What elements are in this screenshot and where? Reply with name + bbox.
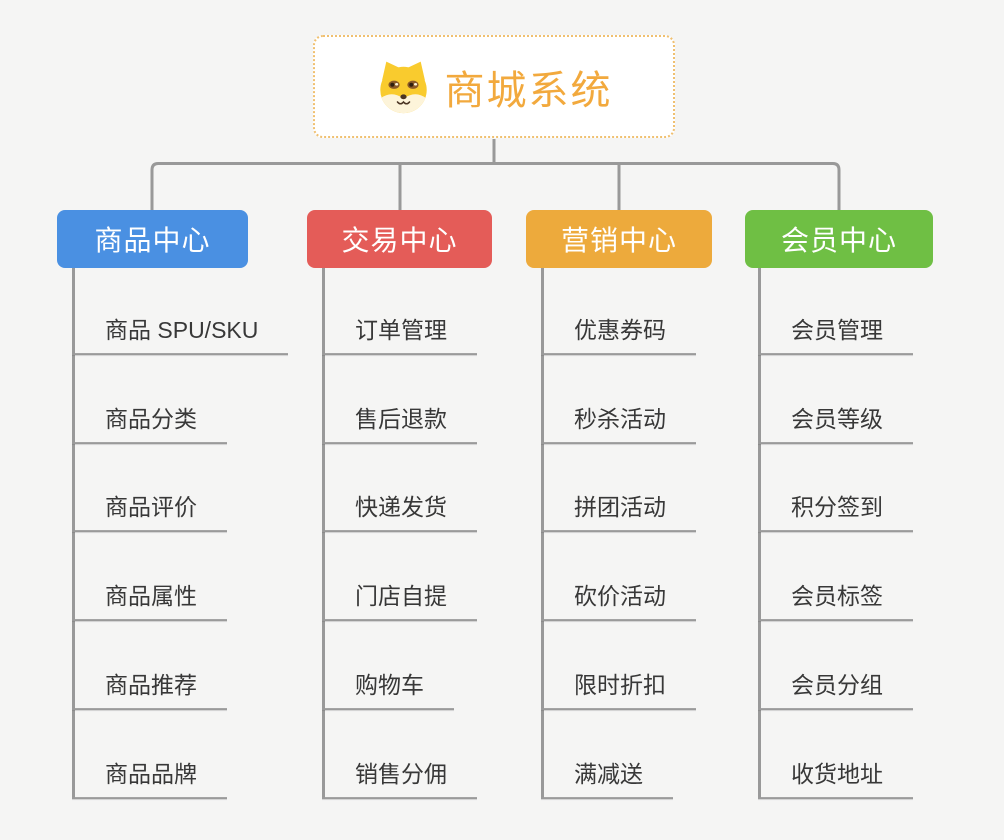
- leaf-node[interactable]: 会员分组: [758, 671, 913, 710]
- leaf-node[interactable]: 拼团活动: [541, 493, 696, 532]
- leaf-node[interactable]: 商品属性: [72, 582, 227, 621]
- leaf-node[interactable]: 会员等级: [758, 405, 913, 444]
- leaf-node[interactable]: 订单管理: [322, 316, 477, 355]
- leaf-node[interactable]: 商品 SPU/SKU: [72, 316, 289, 355]
- leaf-node[interactable]: 售后退款: [322, 405, 477, 444]
- trunk-line: [758, 268, 761, 799]
- leaf-node[interactable]: 门店自提: [322, 582, 477, 621]
- branch-node-member[interactable]: 会员中心: [745, 210, 933, 268]
- trunk-line: [72, 268, 75, 799]
- connector-group: [150, 139, 841, 210]
- leaf-node[interactable]: 限时折扣: [541, 671, 696, 710]
- trunk-line: [322, 268, 325, 799]
- branch-node-product[interactable]: 商品中心: [57, 210, 248, 268]
- leaf-node[interactable]: 优惠券码: [541, 316, 696, 355]
- leaf-node[interactable]: 购物车: [322, 671, 454, 710]
- leaf-node[interactable]: 会员标签: [758, 582, 913, 621]
- branch-node-marketing[interactable]: 营销中心: [526, 210, 712, 268]
- leaf-node[interactable]: 满减送: [541, 760, 673, 799]
- leaf-node[interactable]: 收货地址: [758, 760, 913, 799]
- trunk-line: [541, 268, 544, 799]
- leaf-node[interactable]: 商品评价: [72, 493, 227, 532]
- leaf-node[interactable]: 快递发货: [322, 493, 477, 532]
- shiba-dog-icon: [379, 61, 427, 114]
- leaf-node[interactable]: 商品推荐: [72, 671, 227, 710]
- leaf-node[interactable]: 商品品牌: [72, 760, 227, 799]
- leaf-node[interactable]: 销售分佣: [322, 760, 477, 799]
- leaf-node[interactable]: 积分签到: [758, 493, 913, 532]
- leaf-node[interactable]: 秒杀活动: [541, 405, 696, 444]
- branch-rail-line: [150, 162, 841, 210]
- root-node[interactable]: 商城系统: [313, 35, 675, 138]
- leaf-node[interactable]: 会员管理: [758, 316, 913, 355]
- leaf-node[interactable]: 商品分类: [72, 405, 227, 444]
- leaf-node[interactable]: 砍价活动: [541, 582, 696, 621]
- branch-node-trade[interactable]: 交易中心: [307, 210, 492, 268]
- root-title: 商城系统: [444, 68, 613, 113]
